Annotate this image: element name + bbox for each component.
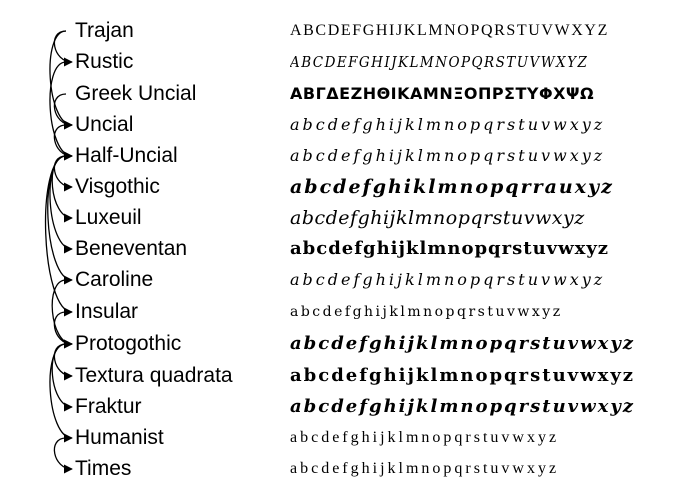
alphabet-sample-greek-uncial: ΑΒΓΔΕΖΗΘΙΚΑΜΝΞΟΠΡΣΤΥΦΧΨΩ [290, 84, 595, 103]
alphabet-sample-uncial: abcdefghijklmnopqrstuvwxyz [290, 115, 606, 134]
arrow-humanist-to-times [53, 437, 73, 474]
alphabet-sample-luxeuil: abcdefghijklmnopqrstuvwxyz [290, 207, 585, 229]
arrow-trajan-to-uncial [49, 30, 73, 130]
script-name-insular: Insular [75, 300, 139, 323]
arrow-insular-to-protogothic [53, 311, 73, 349]
script-name-fraktur: Fraktur [75, 395, 142, 418]
script-name-textura: Textura quadrata [75, 364, 233, 387]
arrow-rustic-to-half-uncial [49, 61, 73, 161]
script-name-caroline: Caroline [75, 268, 154, 291]
script-name-protogothic: Protogothic [75, 332, 182, 355]
alphabet-sample-textura: abcdefghijklmnopqrstuvwxyz [290, 365, 636, 386]
script-name-humanist: Humanist [75, 426, 164, 449]
script-name-times: Times [75, 457, 132, 480]
script-name-greek-uncial: Greek Uncial [75, 82, 197, 105]
alphabet-sample-fraktur: abcdefghijklmnopqrstuvwxyz [290, 396, 636, 417]
alphabet-sample-half-uncial: abcdefghijklmnopqrstuvwxyz [290, 146, 606, 165]
arrow-half-uncial-to-insular [44, 155, 73, 317]
alphabet-sample-visgothic: abcdefghiklmnopqrrauxyz [290, 176, 614, 198]
script-name-visgothic: Visgothic [75, 175, 160, 198]
alphabet-sample-times: abcdefghijklmnopqrstuvwxyz [290, 460, 560, 477]
alphabet-sample-protogothic: abcdefghijklmnopqrstuvwxyz [290, 333, 636, 354]
script-name-luxeuil: Luxeuil [75, 206, 142, 229]
alphabet-sample-trajan: ABCDEFGHIJKLMNOPQRSTUVWXYZ [290, 22, 609, 39]
script-name-beneventan: Beneventan [75, 237, 188, 260]
arrow-uncial-to-half-uncial [53, 124, 73, 161]
script-name-rustic: Rustic [75, 50, 134, 73]
alphabet-sample-humanist: abcdefghijklmnopqrstuvwxyz [290, 429, 560, 446]
arrow-greek-uncial-to-uncial [53, 93, 73, 130]
arrow-protogothic-to-humanist [49, 343, 73, 443]
script-name-half-uncial: Half-Uncial [75, 144, 178, 167]
alphabet-sample-beneventan: abcdefghijklmnopqrstuvwxyz [290, 238, 610, 259]
alphabet-sample-insular: abcdefghijklmnopqrstuvwxyz [290, 304, 563, 320]
script-name-uncial: Uncial [75, 113, 134, 136]
alphabet-sample-rustic: ABCDEFGHIJKLMNOPQRSTUVWXYZ [290, 53, 589, 71]
script-name-trajan: Trajan [75, 19, 134, 42]
alphabet-sample-caroline: abcdefghijklmnopqrstuvwxyz [290, 270, 606, 289]
